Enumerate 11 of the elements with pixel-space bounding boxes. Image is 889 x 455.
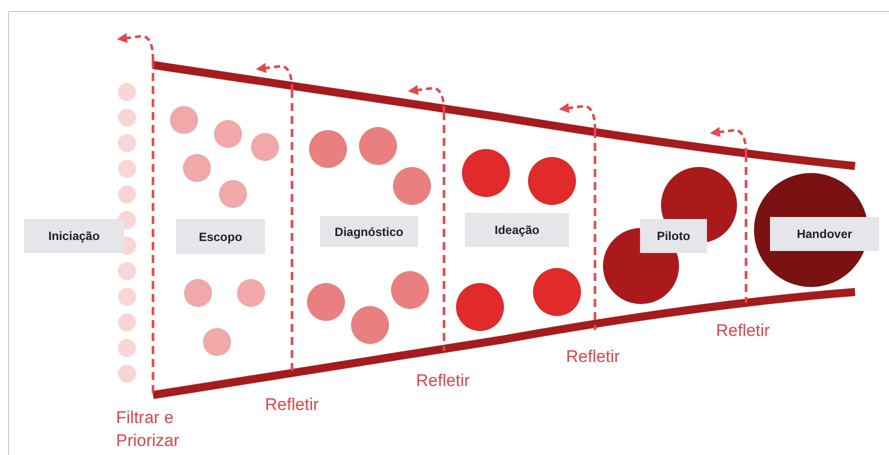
stage-label: Piloto <box>640 219 707 253</box>
stage-label: Iniciação <box>24 219 124 253</box>
stage-label: Diagnóstico <box>320 216 418 247</box>
stage-label: Ideação <box>465 213 569 247</box>
step-note: Refletir <box>716 320 771 342</box>
step-note: Refletir <box>265 394 320 416</box>
step-note: Refletir <box>416 370 471 392</box>
step-note: Filtrar e Priorizar <box>116 407 180 452</box>
stage-label: Handover <box>770 217 879 251</box>
stage-label: Escopo <box>176 219 265 254</box>
step-note: Refletir <box>566 346 621 368</box>
